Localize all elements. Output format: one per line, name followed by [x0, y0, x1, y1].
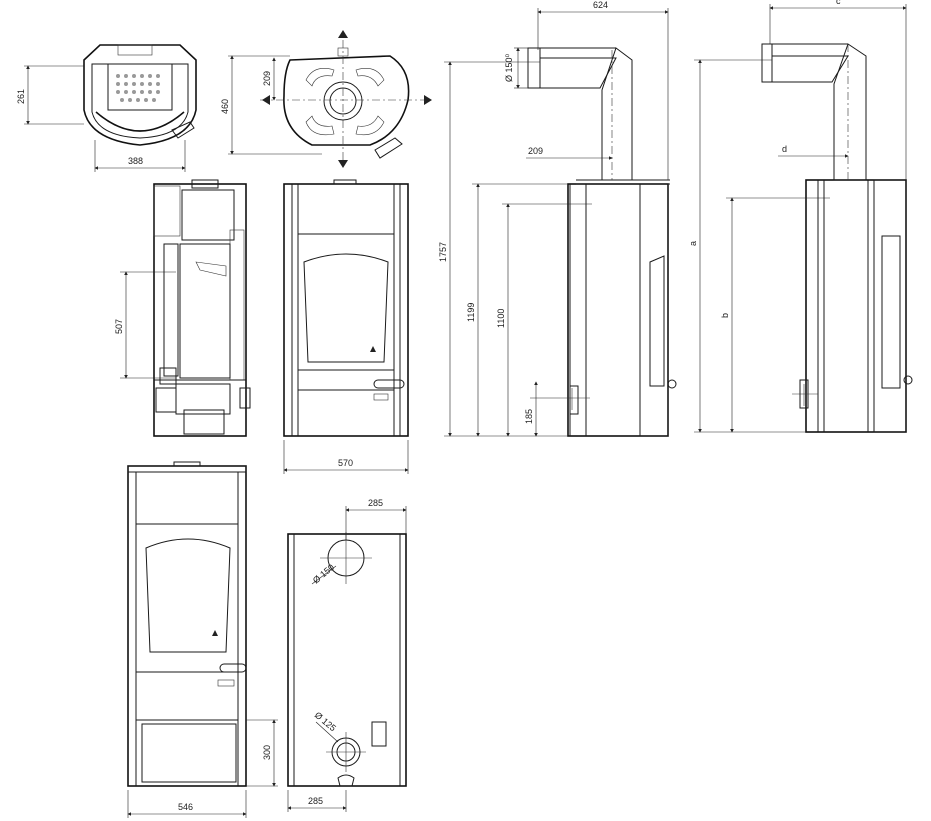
dim-label: 1100 [496, 309, 506, 328]
dim-label: Ø 125 [313, 710, 338, 733]
dim-label: 185 [524, 409, 534, 424]
dim-label: 1199 [466, 303, 476, 322]
dim-label: 546 [178, 802, 193, 812]
dim-label: 285 [368, 498, 383, 508]
dim-label: 624 [593, 0, 608, 10]
top-view-plan: 261 388 [16, 44, 197, 172]
dim-label: 388 [128, 156, 143, 166]
dim-label: 285 [308, 796, 323, 806]
back-view: 285 285 Ø 150 Ø 125 [287, 498, 407, 812]
side-section-view: 507 [114, 179, 251, 437]
dim-label: 209 [528, 146, 543, 156]
side-parametric-view: c d a b [688, 0, 913, 433]
dim-label: 460 [220, 99, 230, 114]
front-view: 570 [283, 179, 409, 474]
dim-label: 570 [338, 458, 353, 468]
dim-label: 1757 [438, 242, 448, 262]
dim-label: b [720, 313, 730, 318]
dim-label: 507 [114, 319, 124, 334]
dim-label: 261 [16, 89, 26, 104]
dim-label: a [688, 241, 698, 246]
dim-label: Ø 150 [311, 562, 336, 585]
side-flue-view: 624 Ø 150⁰ 209 1757 1199 1100 185 [438, 0, 677, 437]
top-outlet-view: 460 209 [220, 30, 432, 168]
dim-label: c [836, 0, 841, 6]
dim-label: 209 [262, 71, 272, 86]
front-view-lower: 546 300 [127, 461, 278, 818]
dim-label: Ø 150⁰ [504, 53, 514, 82]
dim-label: d [782, 144, 787, 154]
dim-label: 300 [262, 745, 272, 760]
